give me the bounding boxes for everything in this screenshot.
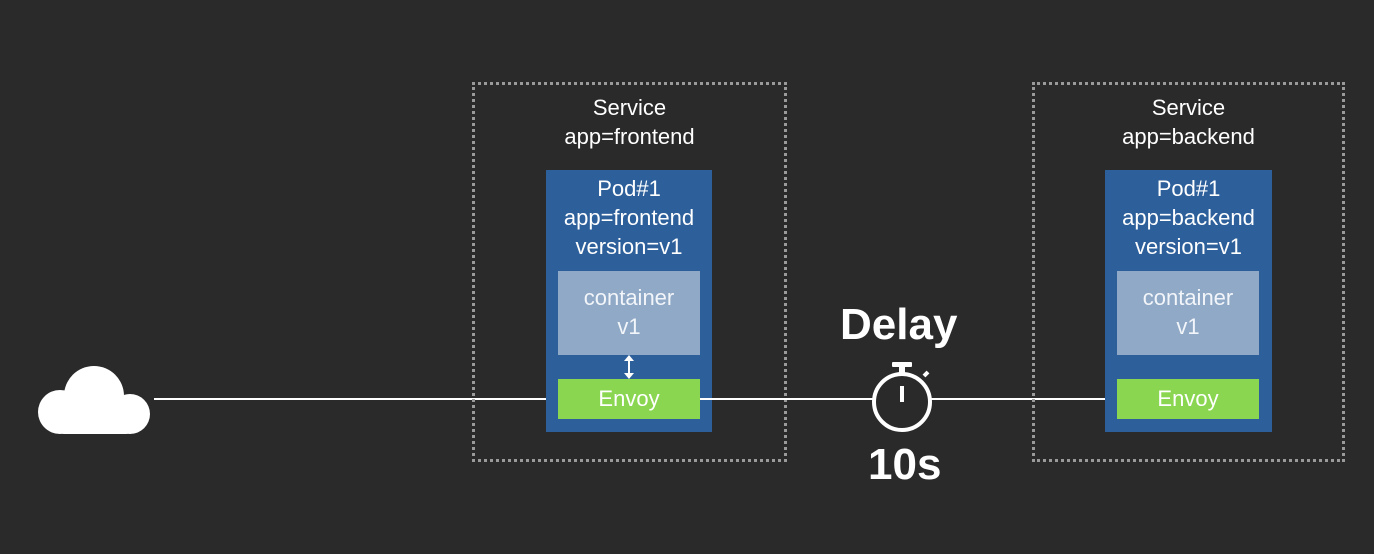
frontend-pod-title: Pod#1 app=frontend version=v1 — [563, 176, 695, 259]
frontend-service-box: Service app=frontend — [472, 82, 787, 462]
bidirectional-arrow-icon — [624, 355, 634, 379]
frontend-envoy: Envoy — [558, 379, 700, 419]
backend-pod: Pod#1 app=backend version=v1 container v… — [1105, 170, 1272, 432]
backend-service-title: Service app=backend — [1122, 95, 1255, 149]
frontend-service-title: Service app=frontend — [564, 95, 695, 149]
frontend-container: container v1 — [558, 271, 700, 355]
backend-container: container v1 — [1117, 271, 1259, 355]
backend-envoy: Envoy — [1117, 379, 1259, 419]
stopwatch-icon — [872, 362, 932, 432]
cloud-icon — [38, 366, 150, 434]
delay-label: Delay — [840, 300, 958, 349]
request-line-client-frontend — [154, 398, 550, 400]
delay-duration: 10s — [868, 440, 942, 489]
frontend-pod: Pod#1 app=frontend version=v1 container … — [546, 170, 712, 432]
backend-pod-title: Pod#1 app=backend version=v1 — [1122, 176, 1255, 259]
backend-service-box: Service app=backend — [1032, 82, 1345, 462]
